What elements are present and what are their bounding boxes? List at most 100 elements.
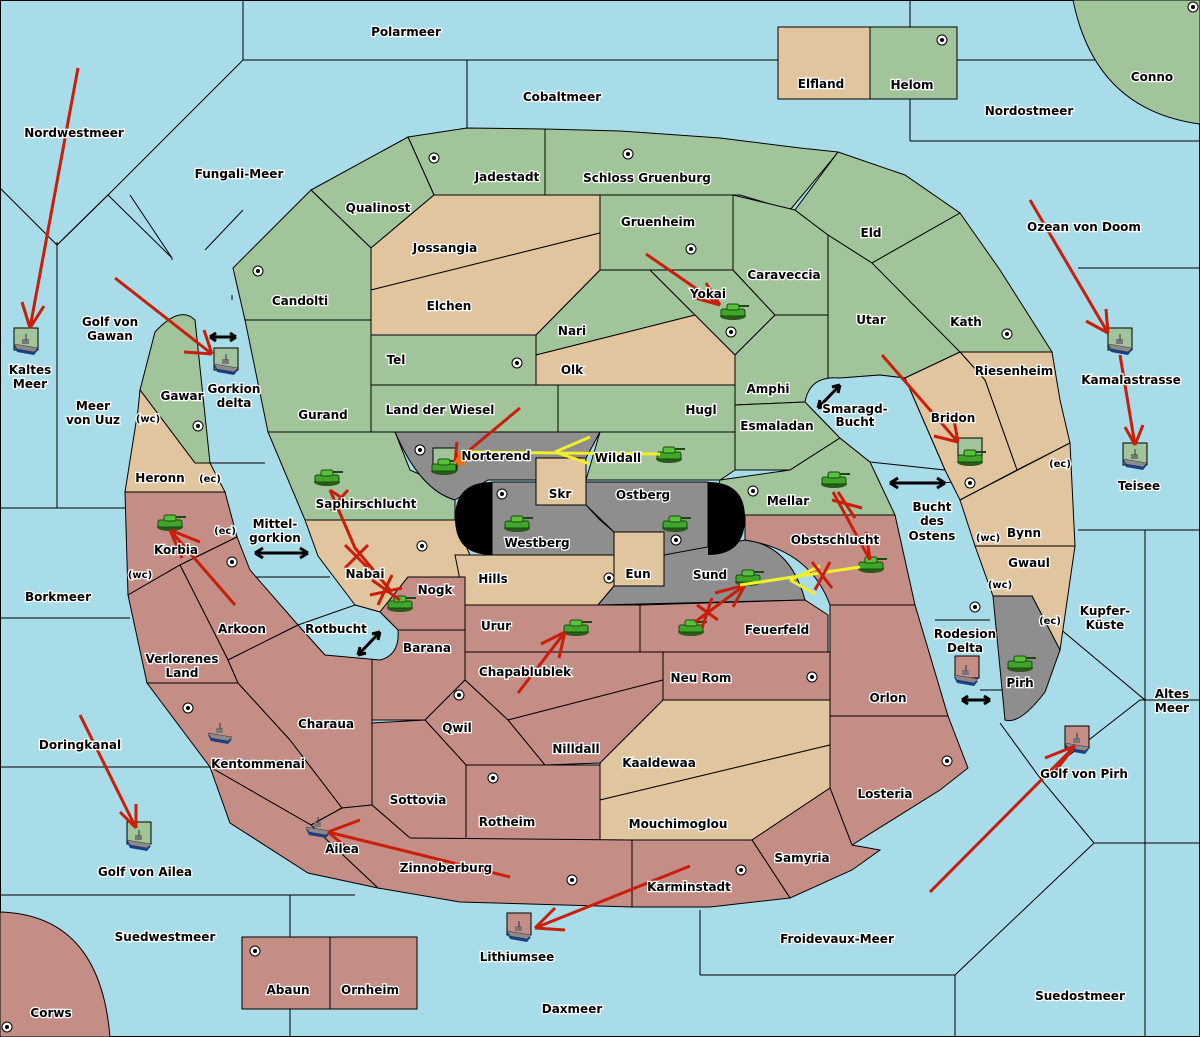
failed-order-x-icon: [369, 574, 403, 606]
coast-label-gwaul-ec: (ec): [1039, 616, 1061, 627]
sea-label-golf-von-gawan-2: Gawan: [87, 329, 133, 343]
supply-center-icon: [685, 243, 697, 255]
supply-center-icon: [1, 1021, 13, 1033]
land-label-neu-rom: Neu Rom: [671, 671, 732, 685]
supply-center-icon: [428, 152, 440, 164]
fleet-ship-icon[interactable]: [213, 354, 239, 375]
army-tank-icon[interactable]: [735, 569, 764, 586]
land-label-riesenheim: Riesenheim: [975, 364, 1054, 378]
army-tank-icon[interactable]: [821, 471, 850, 488]
army-tank-icon[interactable]: [957, 449, 986, 466]
supply-center-icon: [1001, 328, 1013, 340]
sea-label-kaltes-meer-1: Kaltes: [9, 363, 52, 377]
land-label-abaun: Abaun: [266, 983, 309, 997]
army-tank-icon[interactable]: [431, 458, 460, 475]
region-kath[interactable]: [871, 212, 1053, 353]
army-tank-icon[interactable]: [314, 469, 343, 486]
supply-center-icon: [252, 265, 264, 277]
army-tank-icon[interactable]: [720, 303, 749, 320]
region-elchen[interactable]: [370, 232, 601, 336]
region-sund[interactable]: [596, 539, 806, 606]
failed-order-x-icon: [343, 543, 370, 570]
region-corws[interactable]: [0, 911, 111, 1037]
army-tank-icon[interactable]: [1007, 655, 1036, 672]
land-label-ostberg: Ostberg: [616, 488, 670, 502]
army-tank-icon[interactable]: [504, 515, 533, 532]
supply-center-icon: [182, 702, 194, 714]
fleet-ship-icon[interactable]: [953, 665, 979, 686]
coast-label-gawar-wc: (wc): [136, 414, 160, 425]
region-smaragd-bucht[interactable]: [804, 374, 946, 471]
land-label-feuerfeld: Feuerfeld: [745, 623, 810, 637]
sea-label-nordostmeer: Nordostmeer: [985, 104, 1074, 118]
region-gruenheim[interactable]: [599, 194, 734, 271]
land-label-wildall: Wildall: [595, 451, 641, 465]
sea-label-meer-von-uuz-2: von Uuz: [66, 413, 120, 427]
land-label-orlon: Orlon: [869, 691, 906, 705]
army-tank-icon[interactable]: [157, 514, 186, 531]
land-label-schloss-gruenburg: Schloss Gruenburg: [583, 171, 711, 185]
green-territories: [139, 127, 1053, 521]
sea-label-kupfer-kueste-2: Küste: [1086, 618, 1125, 632]
region-conno[interactable]: [1072, 0, 1200, 125]
dislodge-burst-icon: [452, 450, 470, 468]
land-label-kaaldewaa: Kaaldewaa: [622, 756, 696, 770]
supply-center-icon: [487, 772, 499, 784]
move-order-arrow: [168, 528, 237, 606]
move-order-arrow: [78, 714, 138, 830]
army-tank-icon[interactable]: [662, 515, 691, 532]
supply-center-icon: [725, 326, 737, 338]
region-rotbucht[interactable]: [297, 604, 399, 661]
land-label-elfland: Elfland: [798, 77, 844, 91]
region-westberg[interactable]: [491, 481, 615, 556]
land-label-obstschlucht: Obstschlucht: [791, 533, 880, 547]
double-arrow-icon: [816, 383, 842, 410]
units-layer: [13, 303, 1148, 942]
region-ailea[interactable]: [209, 765, 380, 889]
land-label-rotheim: Rotheim: [479, 815, 536, 829]
land-label-barana: Barana: [403, 641, 451, 655]
land-label-nari: Nari: [558, 324, 586, 338]
sea-label-mittelgorkion-2: gorkion: [249, 531, 301, 545]
fleet-ship-icon[interactable]: [1122, 449, 1148, 470]
supply-center-icon: [226, 556, 238, 568]
region-olk[interactable]: [535, 314, 736, 386]
land-label-elchen: Elchen: [427, 299, 472, 313]
land-label-gurand: Gurand: [298, 408, 348, 422]
sea-label-nordwestmeer: Nordwestmeer: [24, 126, 124, 140]
fleet-ship-icon[interactable]: [207, 723, 233, 744]
fleet-ship-icon[interactable]: [305, 817, 331, 838]
land-label-esmaladan: Esmaladan: [740, 419, 813, 433]
supply-center-icon: [670, 534, 682, 546]
move-order-arrow: [1028, 199, 1110, 335]
land-label-hugl: Hugl: [685, 403, 716, 417]
sea-label-golf-von-pirh: Golf von Pirh: [1040, 767, 1128, 781]
sea-label-cobaltmeer: Cobaltmeer: [523, 90, 601, 104]
land-label-pirh: Pirh: [1006, 676, 1033, 690]
fleet-ship-icon[interactable]: [1107, 334, 1133, 355]
land-label-jadestadt: Jadestadt: [474, 170, 540, 184]
double-arrow-icon: [254, 546, 309, 560]
land-label-norterend: Norterend: [461, 449, 530, 463]
region-jossangia[interactable]: [370, 194, 601, 291]
region-feuerfeld[interactable]: [639, 599, 829, 653]
land-label-gwaul: Gwaul: [1008, 556, 1050, 570]
fleet-ship-icon[interactable]: [13, 334, 39, 355]
fleet-ship-icon[interactable]: [506, 921, 532, 942]
sea-label-teisee: Teisee: [1118, 479, 1160, 493]
move-order-arrow: [327, 818, 511, 879]
land-label-conno: Conno: [1131, 70, 1173, 84]
region-elfland[interactable]: [777, 26, 871, 100]
fleet-ship-icon[interactable]: [126, 830, 152, 851]
sea-label-rotbucht: Rotbucht: [305, 622, 367, 636]
region-nilldall[interactable]: [507, 679, 664, 766]
army-tank-icon[interactable]: [656, 446, 685, 463]
neutral-territories: [124, 194, 1076, 841]
supply-center-icon: [964, 477, 976, 489]
land-label-utar: Utar: [856, 313, 886, 327]
region-ornheim[interactable]: [329, 936, 418, 1010]
move-order-arrow: [1118, 354, 1145, 446]
land-label-olk: Olk: [561, 363, 584, 377]
army-tank-icon[interactable]: [563, 619, 592, 636]
